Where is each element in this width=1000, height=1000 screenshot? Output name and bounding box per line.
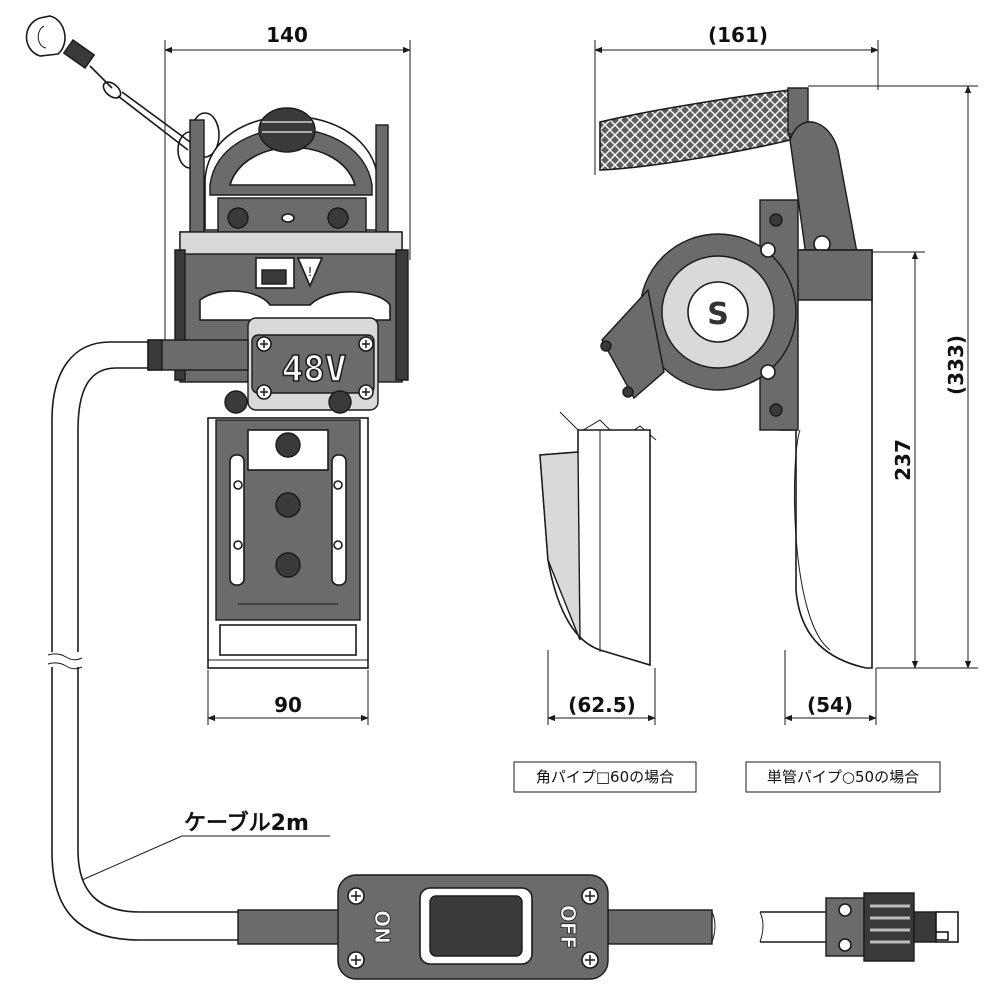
- clamp-plate: [207, 417, 369, 669]
- inline-switch: ON OFF: [237, 874, 713, 980]
- cable: ケーブル2m: [47, 341, 330, 941]
- bolt-icon: [328, 390, 352, 414]
- knurled-handle: [599, 89, 791, 171]
- cable-entry: [147, 339, 249, 371]
- carabiner-lanyard: [25, 15, 220, 169]
- plug-connector: [711, 892, 959, 962]
- dimension-side-width: (161): [594, 23, 879, 175]
- case-label-square: 角パイプ□60の場合: [513, 761, 697, 793]
- side-view: (161) S: [513, 23, 978, 793]
- dimension-round-pipe: (54): [784, 650, 877, 725]
- dimension-161: (161): [708, 23, 768, 47]
- dimension-237: 237: [891, 439, 915, 481]
- reel-assembly: [189, 107, 389, 251]
- voltage-label: 48V: [281, 349, 346, 390]
- bolt-icon: [224, 390, 248, 414]
- round-pipe-case-label: 単管パイプ○50の場合: [767, 768, 919, 786]
- switch-on-label: ON: [370, 910, 394, 944]
- dimension-front-base: 90: [207, 670, 369, 725]
- svg-text:S: S: [707, 297, 729, 332]
- dimension-140: 140: [266, 23, 308, 47]
- dimension-54: (54): [807, 693, 853, 717]
- case-label-round: 単管パイプ○50の場合: [745, 761, 941, 793]
- dimension-90: 90: [274, 693, 302, 717]
- dimension-front-width: 140: [164, 23, 411, 340]
- dimension-333: (333): [944, 335, 968, 395]
- front-view: 140: [25, 15, 411, 725]
- voltage-plate: 48V: [247, 317, 379, 411]
- dimension-side-height: (333): [808, 85, 978, 669]
- square-pipe-section: [539, 411, 657, 667]
- motor: S: [600, 233, 797, 400]
- cable-label: ケーブル2m: [184, 810, 309, 836]
- dimension-clamp-height: 237: [872, 251, 925, 669]
- square-pipe-case-label: 角パイプ□60の場合: [536, 768, 674, 786]
- dimension-square-pipe: (62.5): [547, 650, 656, 725]
- switch-off-label: OFF: [556, 905, 580, 949]
- dimension-62-5: (62.5): [568, 693, 636, 717]
- svg-text:!: !: [308, 265, 313, 279]
